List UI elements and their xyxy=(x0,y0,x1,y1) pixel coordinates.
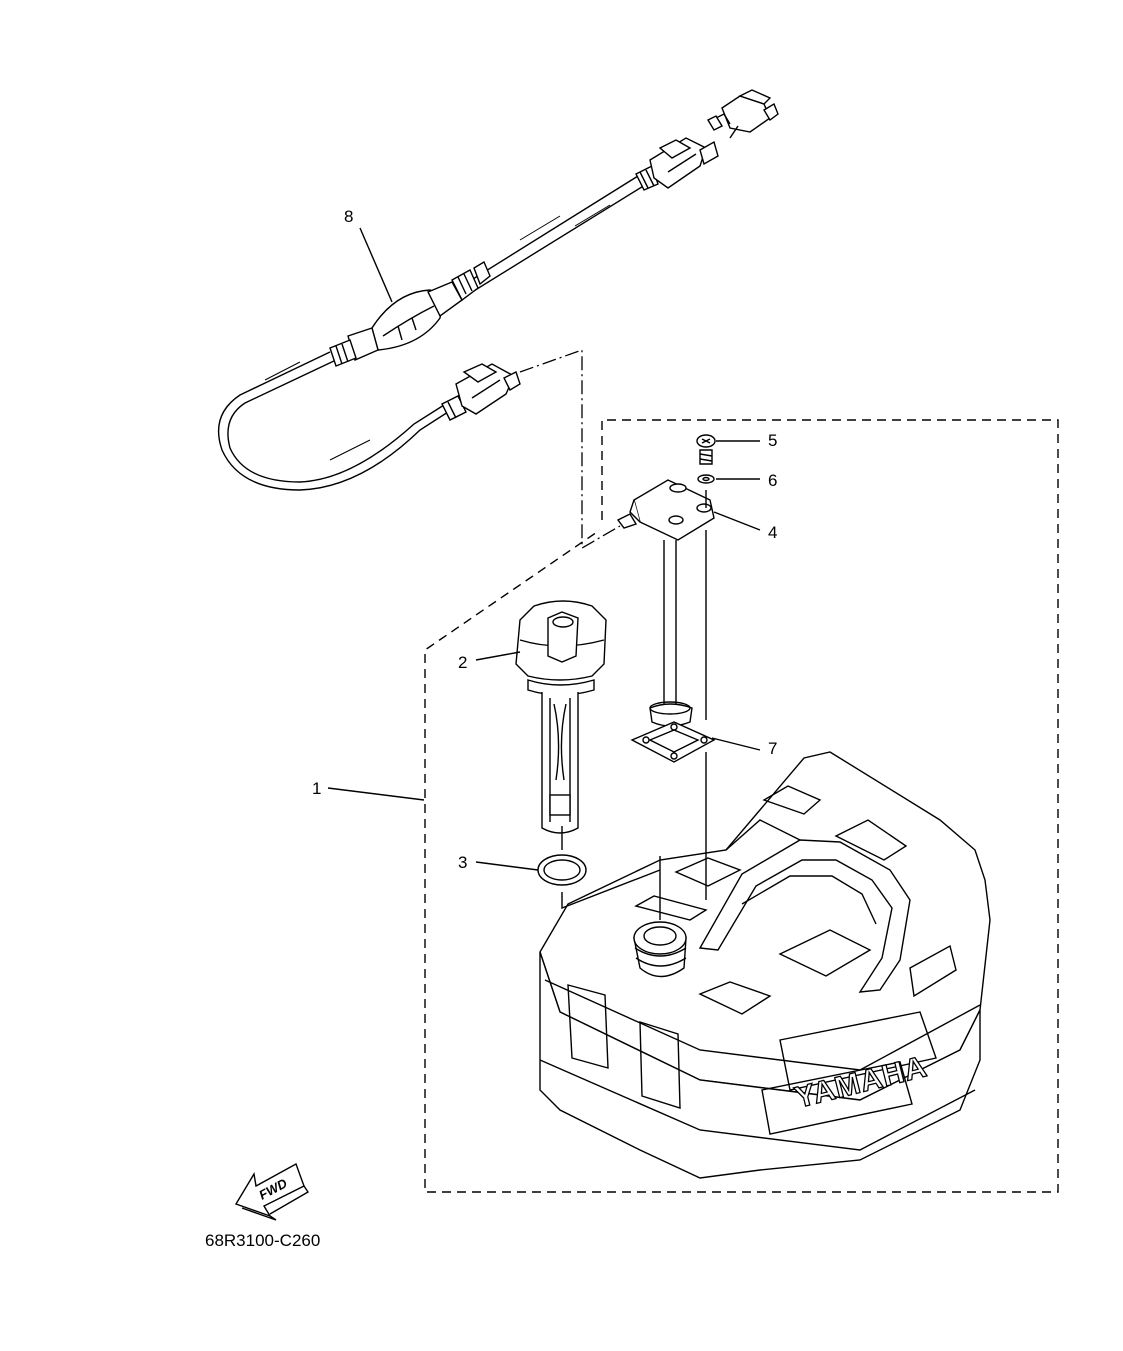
washer xyxy=(697,474,715,484)
fuel-hose-assembly xyxy=(217,89,779,491)
fuel-tank-cap xyxy=(515,600,607,834)
o-ring xyxy=(537,854,587,886)
fuel-tank-body xyxy=(539,751,991,1179)
leader-lines xyxy=(327,227,761,871)
callout-2: 2 xyxy=(458,653,467,672)
callout-6: 6 xyxy=(768,471,777,490)
callout-3: 3 xyxy=(458,853,467,872)
fuel-meter xyxy=(616,479,715,727)
upper-hose-connector xyxy=(635,89,779,191)
callout-4: 4 xyxy=(768,523,777,542)
forward-direction-arrow xyxy=(234,1162,309,1221)
screw xyxy=(696,434,716,465)
primer-bulb xyxy=(329,260,491,367)
diagram-code: 68R3100-C260 xyxy=(205,1231,320,1250)
callout-5: 5 xyxy=(768,431,777,450)
center-lines xyxy=(519,349,707,920)
lower-hose-connector xyxy=(441,363,521,421)
gasket xyxy=(630,721,716,763)
callout-1: 1 xyxy=(312,779,321,798)
callout-8: 8 xyxy=(344,207,353,226)
assembly-boundary xyxy=(424,419,1059,1193)
callout-7: 7 xyxy=(768,739,777,758)
